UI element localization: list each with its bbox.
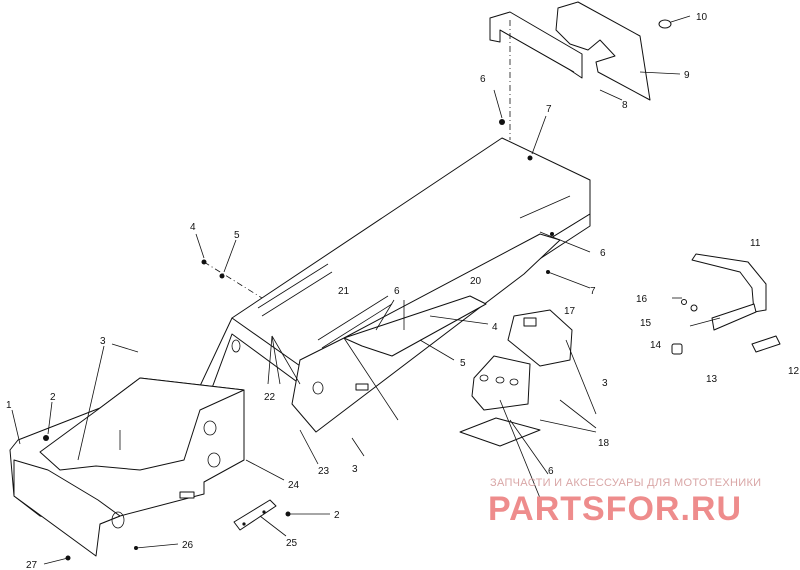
- grip-part-12: [751, 335, 781, 353]
- callout-14: 14: [650, 340, 662, 351]
- callout-12: 12: [788, 366, 800, 377]
- bracket-part-17: [507, 309, 573, 367]
- callout-18: 18: [598, 438, 610, 449]
- callout-21: 21: [338, 286, 350, 297]
- cap-part-13: [671, 343, 683, 355]
- callout-2: 2: [50, 392, 56, 403]
- nut-part-15: [681, 299, 687, 305]
- watermark-logo: ЗАПЧАСТИ И АКСЕССУАРЫ ДЛЯ МОТОТЕХНИКИ PA…: [488, 477, 761, 528]
- callout-26: 26: [182, 540, 194, 551]
- callout-6: 6: [548, 466, 554, 477]
- callout-20: 20: [470, 276, 482, 287]
- callout-6: 6: [394, 286, 400, 297]
- leader-lines: [11, 89, 591, 565]
- callout-labels: 10 9 8 6 7 6 7 20 21 6 4 5 4 5 22 3 2 1 …: [6, 12, 800, 570]
- bracket-part-18: [459, 355, 541, 447]
- callout-5: 5: [460, 358, 466, 369]
- callout-7: 7: [546, 104, 552, 115]
- callout-4: 4: [492, 322, 498, 333]
- callout-27: 27: [26, 560, 38, 570]
- fastener-part-10: [658, 15, 691, 29]
- callout-23: 23: [318, 466, 330, 477]
- callout-1: 1: [6, 400, 12, 411]
- washer-part-14: [690, 304, 698, 312]
- front-frame-part-24: [9, 377, 245, 557]
- fastener-dots: [43, 119, 554, 561]
- handle-part-11: [691, 253, 767, 331]
- callout-11: 11: [750, 238, 761, 249]
- callout-8: 8: [622, 100, 628, 111]
- rear-bracket-part-8: [489, 11, 583, 79]
- flap-plate-part-9: [555, 1, 651, 101]
- watermark-brand: PARTSFOR.RU: [488, 490, 742, 528]
- callout-2: 2: [334, 510, 340, 521]
- callout-17: 17: [564, 306, 576, 317]
- callout-13: 13: [706, 374, 718, 385]
- callout-7: 7: [590, 286, 596, 297]
- callout-24: 24: [288, 480, 300, 491]
- callout-3: 3: [602, 378, 608, 389]
- callout-3: 3: [352, 464, 358, 475]
- callout-6: 6: [480, 74, 486, 85]
- callout-4: 4: [190, 222, 196, 233]
- inner-plate-part-21: [343, 295, 487, 357]
- callout-16: 16: [636, 294, 648, 305]
- callout-3: 3: [100, 336, 106, 347]
- callout-10: 10: [696, 12, 708, 23]
- callout-22: 22: [264, 392, 276, 403]
- callout-9: 9: [684, 70, 690, 81]
- watermark-tagline: ЗАПЧАСТИ И АКСЕССУАРЫ ДЛЯ МОТОТЕХНИКИ: [490, 477, 761, 489]
- callout-25: 25: [286, 538, 298, 549]
- callout-5: 5: [234, 230, 240, 241]
- callout-15: 15: [640, 318, 652, 329]
- callout-6: 6: [600, 248, 606, 259]
- mount-plate-part-25: [233, 499, 277, 531]
